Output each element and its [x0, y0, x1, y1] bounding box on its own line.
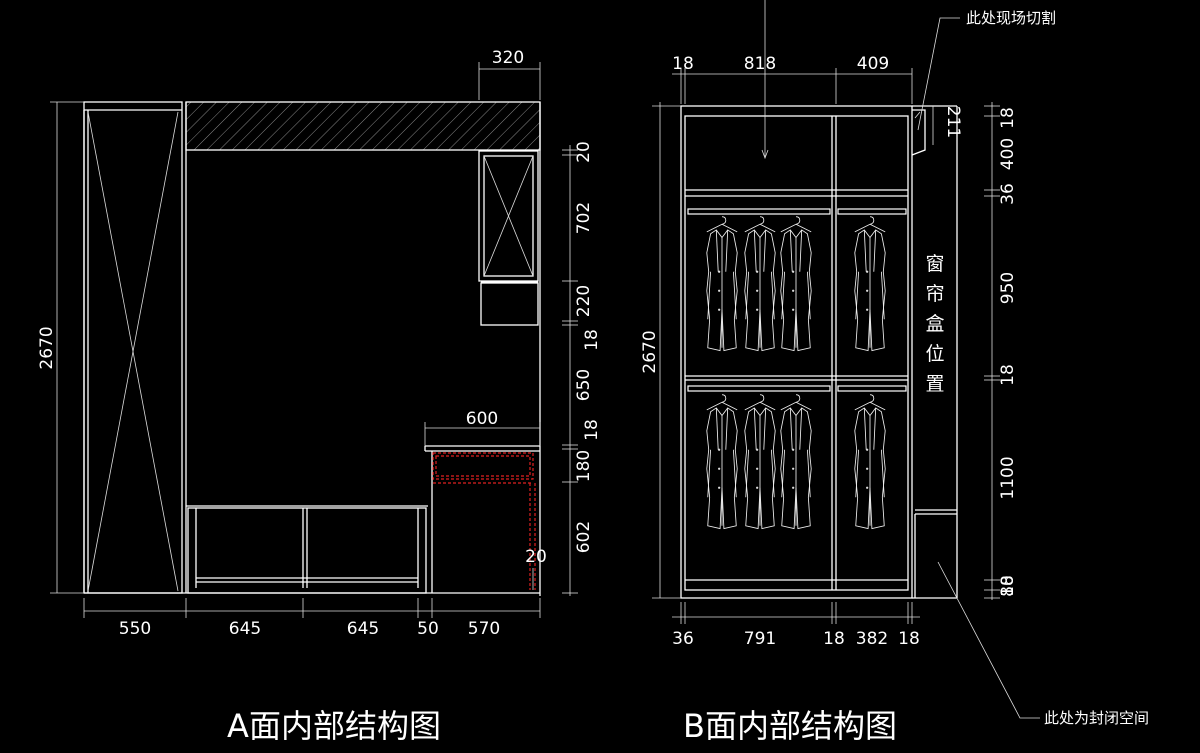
b-dim-b4: 382: [856, 629, 888, 649]
a-dim-b5: 570: [468, 619, 500, 639]
a-top-beam-hatch: [185, 101, 541, 151]
elevation-a: 2670 320 20 702 220 18 650 18 180 602 60…: [37, 48, 602, 745]
b-dim-height: 2670: [640, 330, 660, 373]
b-caption: B面内部结构图: [683, 707, 897, 745]
b-coat-upper-1: [706, 216, 738, 352]
a-dim-r7: 180: [574, 450, 594, 482]
curtain-char-1: 窗: [925, 253, 944, 275]
b-coat-lower-2: [744, 394, 776, 530]
b-wardrobe-frame: [680, 105, 913, 599]
a-dim-r8: 602: [574, 521, 594, 553]
b-dim-r5: 18: [998, 364, 1018, 386]
b-coat-upper-2: [744, 216, 776, 352]
a-upper-right-cabinet: [478, 150, 539, 282]
b-dim-b3: 18: [823, 629, 845, 649]
b-dim-r7: 80: [998, 575, 1018, 597]
a-dim-r2: 702: [574, 202, 594, 234]
a-dim-r5: 650: [574, 369, 594, 401]
b-coat-lower-4: [854, 394, 886, 530]
a-dim-b1: 550: [119, 619, 151, 639]
elevation-b: 窗 帘 盒 位 置 此处现场切割 此处为封闭空间 18 818 409 211 …: [640, 0, 1149, 745]
a-dim-height: 2670: [37, 326, 57, 369]
b-dim-t3: 409: [857, 54, 889, 74]
b-note-cut: 此处现场切割: [966, 9, 1056, 27]
a-drawer-dashed: [432, 452, 534, 480]
b-note-sealed: 此处为封闭空间: [1044, 709, 1149, 727]
b-coat-lower-3: [780, 394, 812, 530]
b-coat-upper-4: [854, 216, 886, 352]
a-dim-r6: 18: [582, 419, 602, 441]
a-dim-r1: 20: [574, 141, 594, 163]
a-dim-b4: 50: [417, 619, 439, 639]
a-dim-desk: 600: [466, 409, 498, 429]
b-dim-b2: 791: [744, 629, 776, 649]
b-coat-lower-1: [706, 394, 738, 530]
a-dim-b2: 645: [229, 619, 261, 639]
curtain-char-5: 置: [925, 373, 944, 395]
a-dim-r4: 18: [582, 329, 602, 351]
b-dim-r6: 1100: [998, 456, 1018, 499]
b-dim-r4: 950: [998, 272, 1018, 304]
b-dim-r2: 400: [998, 138, 1018, 170]
b-dim-small: 211: [943, 106, 963, 138]
b-dim-r8: 18: [998, 575, 1018, 597]
a-dim-inner: 20: [525, 547, 547, 567]
a-dim-top: 320: [492, 48, 524, 68]
b-coat-upper-3: [780, 216, 812, 352]
curtain-char-4: 位: [925, 343, 944, 365]
a-caption: A面内部结构图: [227, 707, 441, 745]
b-dim-t1: 18: [672, 54, 694, 74]
a-left-cabinet: [83, 101, 183, 594]
b-dim-t2: 818: [744, 54, 776, 74]
b-dim-r3: 36: [998, 183, 1018, 205]
a-dim-r3: 220: [574, 285, 594, 317]
b-dim-b1: 36: [672, 629, 694, 649]
curtain-char-2: 帘: [925, 283, 944, 305]
curtain-char-3: 盒: [925, 313, 944, 335]
a-dim-b3: 645: [347, 619, 379, 639]
b-dim-r1: 18: [998, 107, 1018, 129]
b-curtain-box-label: 窗 帘 盒 位 置: [925, 253, 944, 395]
b-dim-b5: 18: [898, 629, 920, 649]
